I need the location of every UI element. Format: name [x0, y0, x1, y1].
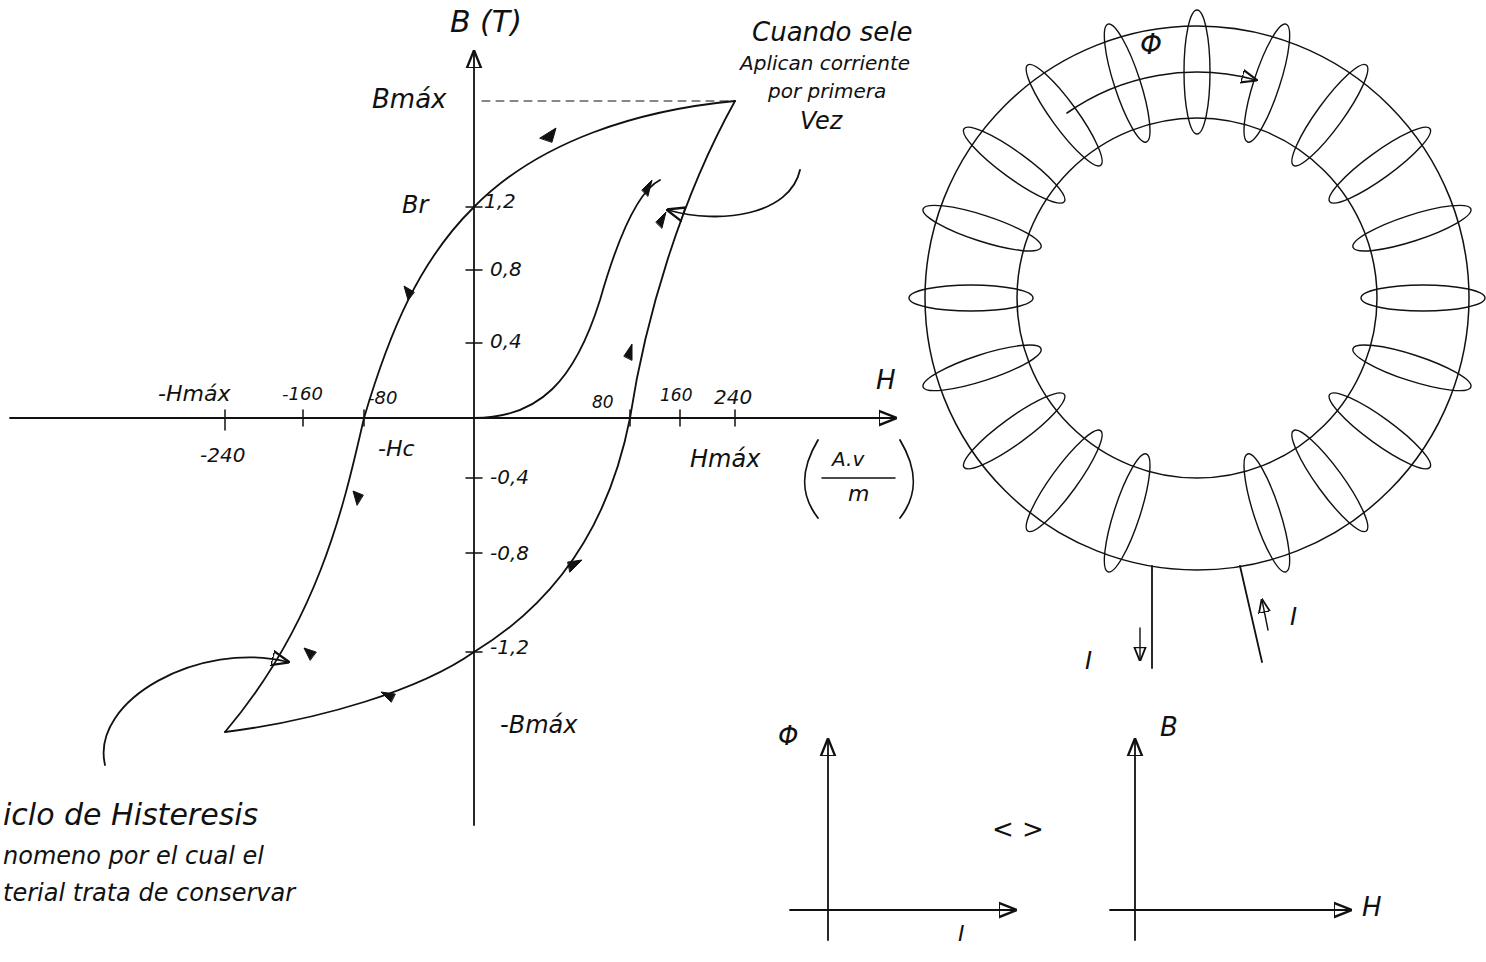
initial-curve [474, 180, 660, 418]
unit-paren [900, 440, 914, 518]
tick-value: -240 [200, 444, 245, 466]
note-text: terial trata de conservar [3, 880, 295, 906]
callout-leader [668, 170, 800, 217]
lead-wire [1151, 566, 1153, 668]
i-axis [790, 909, 1015, 911]
h-axis [10, 417, 895, 419]
axis-label: Φ [778, 722, 798, 751]
max-label: Hmáx [690, 446, 760, 472]
coil-turns [909, 10, 1485, 576]
max-label: -Hmáx [158, 382, 230, 406]
max-label: -Bmáx [500, 712, 577, 738]
unit-label: A.v [832, 448, 864, 470]
tick-value: 0,4 [490, 330, 522, 352]
remanence-label: Br [402, 192, 428, 218]
toroid-inner [1017, 118, 1377, 478]
tick-value: -0,8 [490, 542, 529, 564]
tick-value: -160 [282, 384, 323, 404]
axis-label: H [876, 366, 896, 395]
axis-label: B [1160, 713, 1178, 742]
fraction-bar [822, 477, 895, 479]
max-label: Bmáx [372, 85, 446, 114]
current-label: I [1290, 604, 1297, 630]
callout-note: por primera [768, 80, 886, 102]
callout-leader [104, 657, 288, 765]
tick-value: 240 [714, 386, 752, 408]
axis-label: B (T) [450, 5, 522, 38]
unit-label: m [848, 482, 869, 506]
coercive-label: -Hc [378, 437, 415, 461]
tick-value: 160 [660, 386, 692, 405]
flux-arrow [1067, 72, 1256, 113]
ticks [225, 207, 735, 652]
flux-symbol: Φ [1140, 30, 1162, 61]
toroid-outer [925, 26, 1469, 570]
current-label: I [1085, 648, 1092, 674]
current-arrow [1139, 628, 1140, 660]
note-text: nomeno por el cual el [3, 843, 264, 869]
tick-value: -0,4 [490, 466, 529, 488]
callout-note: Cuando sele [752, 18, 912, 47]
tick-value: 80 [592, 393, 614, 412]
callout-note: Vez [800, 108, 842, 134]
note-text: iclo de Histeresis [3, 798, 258, 831]
lead-wire [1240, 566, 1262, 662]
tick-value: 1,2 [484, 190, 516, 212]
loop-lower [225, 101, 735, 732]
axis-label: I [958, 922, 965, 946]
h-axis-small [1110, 909, 1350, 911]
bmax-dash [482, 101, 735, 102]
loop-upper [225, 101, 735, 732]
axis-label: H [1362, 893, 1382, 922]
analogy-symbol: < > [992, 815, 1044, 844]
callout-note: Aplican corriente [740, 52, 910, 74]
tick-value: -1,2 [490, 636, 529, 658]
b-axis [473, 52, 475, 825]
loop-arrows [304, 128, 666, 702]
tick-value: 0,8 [490, 258, 522, 280]
tick-value: -80 [368, 388, 397, 408]
current-arrow [1262, 600, 1268, 630]
unit-paren [805, 440, 819, 518]
